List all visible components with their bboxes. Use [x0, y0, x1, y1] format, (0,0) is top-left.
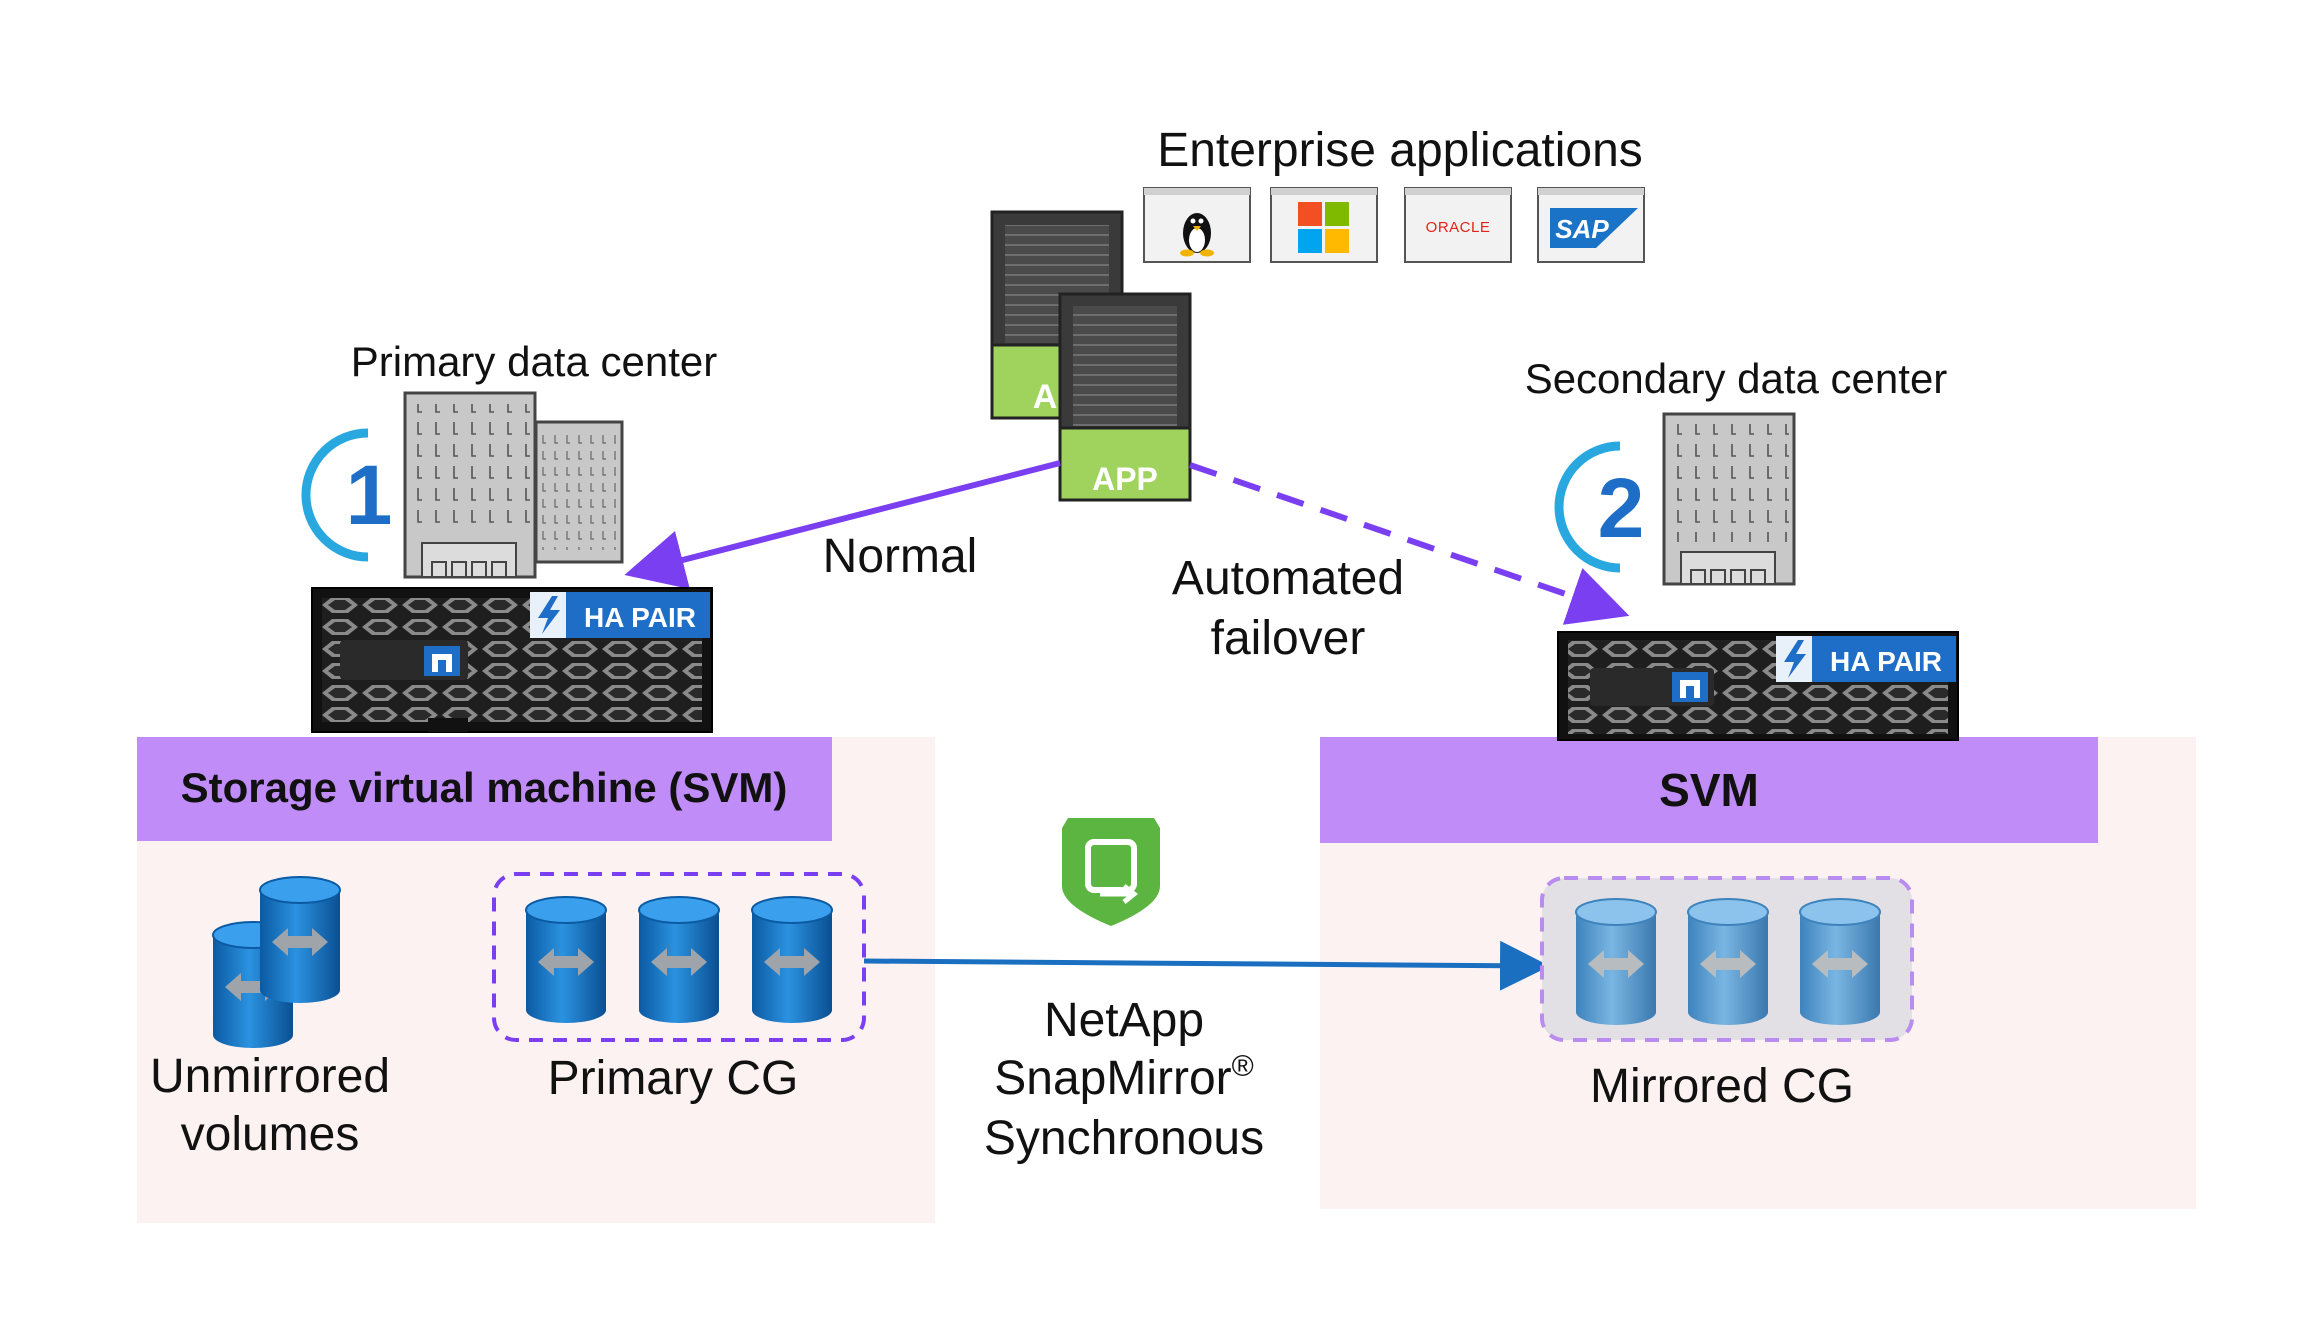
- primary-cg-box: [492, 872, 866, 1042]
- replication-label-line3: Synchronous: [984, 1112, 1264, 1165]
- enterprise-apps-title: Enterprise applications: [1157, 124, 1643, 177]
- unmirrored-label-line2: volumes: [181, 1108, 360, 1161]
- oracle-logo: ORACLE: [1404, 187, 1512, 263]
- primary-cg-label: Primary CG: [548, 1052, 799, 1105]
- mirrored-cg-volumes: [1575, 898, 1881, 1026]
- sap-logo: SAP: [1537, 187, 1645, 263]
- primary-ha-label: HA PAIR: [584, 602, 696, 633]
- primary-svm-label: Storage virtual machine (SVM): [181, 764, 788, 811]
- snapmirror-shield-icon: [1062, 818, 1160, 926]
- primary-ha-badge: HA PAIR: [530, 592, 710, 638]
- app-server-back-label: A: [1033, 378, 1058, 416]
- snapmirror-replication-arrow: [863, 940, 1550, 991]
- primary-building-icon: [403, 391, 624, 579]
- normal-path-label: Normal: [823, 530, 978, 583]
- replication-label-line2: SnapMirror®: [994, 1050, 1254, 1105]
- secondary-ha-badge: HA PAIR: [1776, 636, 1956, 682]
- failover-label-line1: Automated: [1172, 552, 1404, 605]
- secondary-ha-pair-chassis: HA PAIR: [1557, 631, 1959, 741]
- primary-svm-band: [137, 737, 832, 841]
- linux-tux-icon: [1143, 187, 1251, 263]
- primary-number-badge: 1: [301, 428, 393, 562]
- normal-path-arrow: [624, 460, 1061, 590]
- primary-cg-volumes: [525, 896, 833, 1024]
- primary-number: 1: [346, 448, 393, 542]
- replication-label-line2-text: SnapMirror: [994, 1052, 1231, 1105]
- primary-ha-pair-chassis: HA PAIR: [311, 587, 713, 733]
- app-logos: ORACLE SAP: [1143, 187, 1645, 263]
- mirrored-cg-label: Mirrored CG: [1590, 1060, 1854, 1113]
- failover-label-line2: failover: [1211, 612, 1366, 665]
- secondary-svm-band: [1320, 737, 2098, 843]
- secondary-number-badge: 2: [1554, 441, 1645, 573]
- app-server-front: APP: [1058, 292, 1192, 502]
- primary-dc-title: Primary data center: [351, 338, 717, 385]
- app-server-front-label: APP: [1092, 461, 1158, 497]
- microsoft-windows-icon: [1270, 187, 1378, 263]
- oracle-logo-text: ORACLE: [1426, 219, 1491, 236]
- secondary-ha-label: HA PAIR: [1830, 646, 1942, 677]
- failover-path-arrow: [1189, 462, 1630, 625]
- secondary-svm-label: SVM: [1659, 764, 1759, 816]
- secondary-number: 2: [1598, 461, 1645, 555]
- replication-label-line1: NetApp: [1044, 994, 1204, 1047]
- sap-logo-text: SAP: [1555, 214, 1609, 244]
- registered-mark: ®: [1232, 1050, 1254, 1083]
- secondary-dc-title: Secondary data center: [1525, 355, 1948, 402]
- secondary-building-icon: [1662, 412, 1796, 586]
- unmirrored-label-line1: Unmirrored: [150, 1050, 390, 1103]
